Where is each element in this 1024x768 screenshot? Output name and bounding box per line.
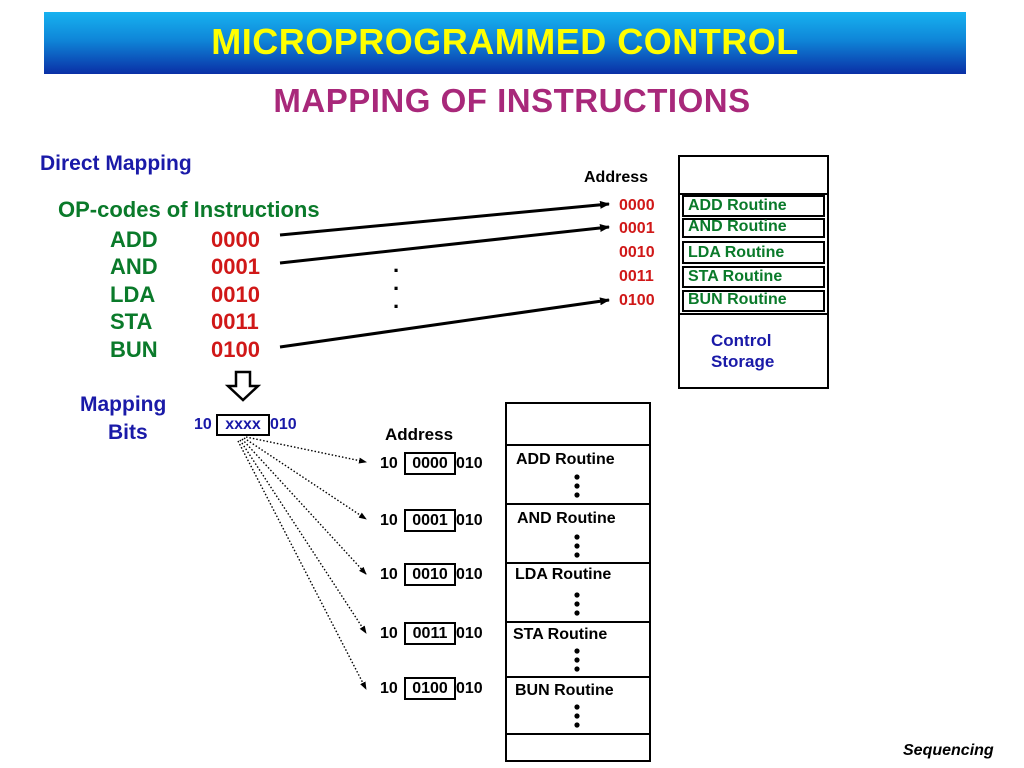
bottom-address-prefix: 10 — [380, 512, 398, 529]
dotted-mapping-line — [241, 438, 367, 575]
bottom-routine-and: AND Routine — [517, 510, 616, 527]
mapping-bits-label-line1: Mapping — [80, 393, 167, 416]
control-storage-column — [505, 402, 651, 762]
storage-label-line1: Control — [711, 331, 772, 350]
dotted-mapping-line — [245, 436, 367, 464]
pattern-prefix: 10 — [194, 416, 212, 433]
bottom-routine-sta: STA Routine — [513, 626, 608, 643]
bottom-routine-lda: LDA Routine — [515, 566, 612, 583]
top-routine-bun: BUN Routine — [688, 291, 787, 308]
bottom-routine-add: ADD Routine — [516, 451, 615, 468]
top-address-0011: 0011 — [619, 268, 654, 285]
storage-divider — [678, 313, 829, 315]
dotted-mapping-line — [239, 439, 367, 634]
ellipsis-dot-1: . — [393, 252, 400, 277]
bottom-address-prefix: 10 — [380, 680, 398, 697]
column-divider — [505, 621, 651, 623]
top-address-0001: 0001 — [619, 220, 655, 237]
routine-dot — [574, 722, 580, 728]
routine-cell — [682, 195, 825, 217]
dotted-mapping-line — [237, 440, 367, 690]
bottom-address-suffix: 010 — [456, 625, 483, 642]
bottom-address-field: 0100 — [404, 677, 456, 700]
routine-dot — [574, 601, 580, 607]
top-routine-lda: LDA Routine — [688, 244, 785, 261]
top-routine-add: ADD Routine — [688, 197, 787, 214]
routine-dot — [574, 666, 580, 672]
subtitle: MAPPING OF INSTRUCTIONS — [273, 82, 751, 119]
top-address-0010: 0010 — [619, 244, 655, 261]
bottom-address-field: 0011 — [404, 622, 456, 645]
column-divider — [505, 676, 651, 678]
routine-cell — [682, 266, 825, 288]
opcodes-heading: OP-codes of Instructions — [58, 197, 320, 222]
instr-name-sta: STA — [110, 309, 153, 334]
pattern-suffix: 010 — [270, 416, 297, 433]
top-routine-sta: STA Routine — [688, 268, 783, 285]
title-banner: MICROPROGRAMMED CONTROL — [44, 12, 966, 74]
routine-dot — [574, 648, 580, 654]
ellipsis-dot-3: . — [393, 288, 400, 313]
bottom-address-field: 0001 — [404, 509, 456, 532]
mapping-arrow-bun — [279, 297, 610, 349]
bottom-address-suffix: 010 — [456, 566, 483, 583]
top-address-0100: 0100 — [619, 292, 655, 309]
routine-dot — [574, 474, 580, 480]
bottom-address-prefix: 10 — [380, 455, 398, 472]
instr-code-bun: 0100 — [211, 337, 260, 362]
routine-dot — [574, 552, 580, 558]
mapping-bits-label-line2: Bits — [108, 421, 148, 444]
instr-code-sta: 0011 — [211, 309, 259, 334]
instr-name-add: ADD — [110, 227, 158, 252]
top-routine-and: AND Routine — [688, 218, 787, 235]
storage-label-line2: Storage — [711, 352, 775, 371]
routine-cell — [682, 218, 825, 238]
bottom-address-field: 0010 — [404, 563, 456, 586]
mapping-arrow-and — [279, 224, 610, 265]
bottom-address-field: 0000 — [404, 452, 456, 475]
footer-sequencing: Sequencing — [903, 742, 994, 759]
down-arrow-icon — [224, 370, 262, 402]
bottom-address-prefix: 10 — [380, 566, 398, 583]
mapping-arrow-add — [279, 200, 610, 237]
bottom-address-suffix: 010 — [456, 455, 483, 472]
dotted-mapping-line — [243, 437, 367, 520]
storage-divider — [678, 193, 829, 195]
instr-name-and: AND — [110, 254, 158, 279]
instr-code-lda: 0010 — [211, 282, 260, 307]
top-address-label: Address — [584, 169, 649, 186]
instr-code-and: 0001 — [211, 254, 260, 279]
title: MICROPROGRAMMED CONTROL — [211, 21, 799, 62]
routine-dot — [574, 483, 580, 489]
instr-name-bun: BUN — [110, 337, 158, 362]
routine-dot — [574, 713, 580, 719]
bottom-address-prefix: 10 — [380, 625, 398, 642]
top-address-0000: 0000 — [619, 197, 655, 214]
routine-cell — [682, 290, 825, 312]
bottom-address-suffix: 010 — [456, 680, 483, 697]
routine-dot — [574, 543, 580, 549]
column-divider — [505, 733, 651, 735]
column-divider — [505, 503, 651, 505]
routine-dot — [574, 534, 580, 540]
column-divider — [505, 444, 651, 446]
routine-dot — [574, 704, 580, 710]
routine-cell — [682, 241, 825, 264]
direct-mapping-heading: Direct Mapping — [40, 152, 192, 175]
routine-dot — [574, 657, 580, 663]
routine-dot — [574, 610, 580, 616]
instr-code-add: 0000 — [211, 227, 260, 252]
bottom-address-label: Address — [385, 425, 454, 444]
routine-dot — [574, 592, 580, 598]
pattern-field: xxxx — [216, 414, 270, 436]
bottom-address-suffix: 010 — [456, 512, 483, 529]
column-divider — [505, 562, 651, 564]
instr-name-lda: LDA — [110, 282, 156, 307]
ellipsis-dot-2: . — [393, 270, 400, 295]
bottom-routine-bun: BUN Routine — [515, 682, 614, 699]
routine-dot — [574, 492, 580, 498]
